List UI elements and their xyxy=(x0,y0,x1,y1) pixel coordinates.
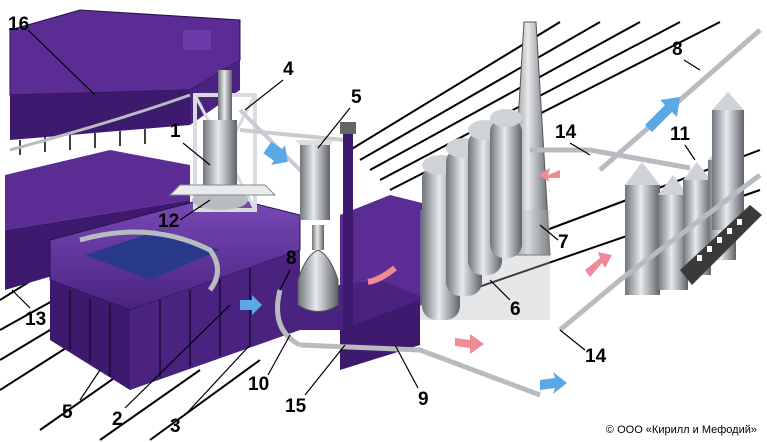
label-12: 12 xyxy=(158,211,179,232)
blast-furnace-1 xyxy=(168,70,277,212)
lattice-post xyxy=(340,122,356,360)
label-3: 3 xyxy=(170,416,181,437)
label-10: 10 xyxy=(248,374,269,395)
label-5-top: 5 xyxy=(351,87,362,108)
building-9 xyxy=(300,195,430,370)
label-6: 6 xyxy=(510,299,521,320)
label-8-top: 8 xyxy=(672,39,683,60)
label-16: 16 xyxy=(8,14,29,35)
label-7: 7 xyxy=(558,232,569,253)
label-9: 9 xyxy=(418,389,429,410)
regenerators-11 xyxy=(625,92,762,295)
label-11: 11 xyxy=(670,124,691,145)
label-15: 15 xyxy=(285,396,307,417)
vessel-15 xyxy=(297,225,339,312)
label-8-mid: 8 xyxy=(286,248,297,269)
label-4: 4 xyxy=(283,59,294,80)
pipelines xyxy=(79,28,762,398)
tanks-6 xyxy=(420,109,550,320)
callout-labels: 16 4 5 1 8 14 11 12 7 8 13 6 14 5 2 3 10… xyxy=(8,14,701,437)
tower-5 xyxy=(295,140,335,220)
flow-arrows xyxy=(240,97,680,394)
building-16 xyxy=(9,9,241,155)
label-2: 2 xyxy=(112,409,123,430)
label-14-top: 14 xyxy=(555,122,577,143)
label-1: 1 xyxy=(170,121,181,142)
label-5-bottom: 5 xyxy=(62,402,73,423)
label-14-bottom: 14 xyxy=(585,346,607,367)
label-13: 13 xyxy=(25,309,46,330)
copyright-credit: © ООО «Кирилл и Мефодий» xyxy=(605,424,757,436)
